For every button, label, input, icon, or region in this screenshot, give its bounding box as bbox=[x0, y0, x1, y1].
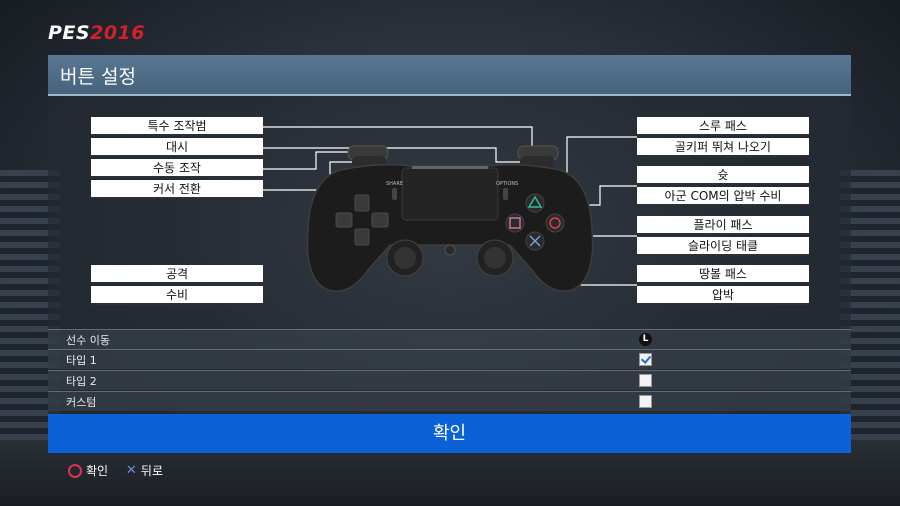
confirm-button[interactable]: 확인 bbox=[48, 414, 851, 453]
controller-body bbox=[306, 163, 594, 292]
left-stick-icon: L bbox=[639, 333, 652, 346]
square-icon bbox=[509, 217, 521, 229]
footer-back-label[interactable]: 뒤로 bbox=[140, 464, 164, 478]
custom-checkbox[interactable] bbox=[639, 395, 652, 408]
footer-confirm-label[interactable]: 확인 bbox=[86, 464, 109, 478]
option-row-type1[interactable]: 타입 1 bbox=[48, 349, 851, 369]
type2-checkbox[interactable] bbox=[639, 374, 652, 387]
footer-hints: 확인 ✕뒤로 bbox=[68, 462, 163, 479]
label-manual-control: 수동 조작 bbox=[91, 159, 263, 178]
controller-illustration: SHARE OPTIONS bbox=[306, 145, 594, 292]
options-button bbox=[503, 188, 508, 200]
page-title: 버튼 설정 bbox=[60, 66, 136, 88]
left-stick-cap bbox=[394, 247, 416, 269]
label-com-pressure: 아군 COM의 압박 수비 bbox=[637, 187, 809, 206]
label-attack: 공격 bbox=[91, 265, 263, 284]
option-row-type2[interactable]: 타입 2 bbox=[48, 370, 851, 390]
option-row-custom[interactable]: 커스텀 bbox=[48, 391, 851, 411]
circle-button bbox=[545, 213, 565, 233]
label-special-control: 특수 조작범 bbox=[91, 117, 263, 136]
label-dash: 대시 bbox=[91, 138, 263, 157]
cross-icon: ✕ bbox=[125, 462, 137, 478]
option-row-player-move[interactable]: 선수 이동 L bbox=[48, 329, 851, 349]
share-label: SHARE bbox=[386, 181, 403, 187]
label-cursor-switch: 커서 전환 bbox=[91, 180, 263, 199]
label-pressure: 압박 bbox=[637, 286, 809, 305]
right-stick-cap bbox=[484, 247, 506, 269]
share-button bbox=[392, 188, 397, 200]
cross-icon bbox=[529, 235, 541, 247]
label-lofted-pass: 플라이 패스 bbox=[637, 216, 809, 235]
touchpad bbox=[401, 167, 499, 221]
pes-logo: PES2016 bbox=[48, 22, 145, 44]
circle-icon bbox=[68, 463, 82, 478]
square-button bbox=[505, 213, 525, 233]
label-goalkeeper-rush: 골키퍼 뛰쳐 나오기 bbox=[637, 138, 809, 157]
label-ground-pass: 땅볼 패스 bbox=[637, 265, 809, 284]
triangle-icon bbox=[527, 195, 543, 208]
circle-icon bbox=[549, 217, 561, 229]
dpad bbox=[335, 194, 389, 246]
ps-button bbox=[444, 244, 456, 256]
options-label: OPTIONS bbox=[496, 181, 518, 187]
type1-checkbox[interactable] bbox=[639, 353, 652, 366]
title-bar: 버튼 설정 bbox=[48, 55, 851, 96]
label-shoot: 슛 bbox=[637, 166, 809, 185]
light-bar bbox=[412, 166, 488, 169]
label-defense: 수비 bbox=[91, 286, 263, 305]
label-sliding-tackle: 슬라이딩 태클 bbox=[637, 237, 809, 256]
label-through-pass: 스루 패스 bbox=[637, 117, 809, 136]
